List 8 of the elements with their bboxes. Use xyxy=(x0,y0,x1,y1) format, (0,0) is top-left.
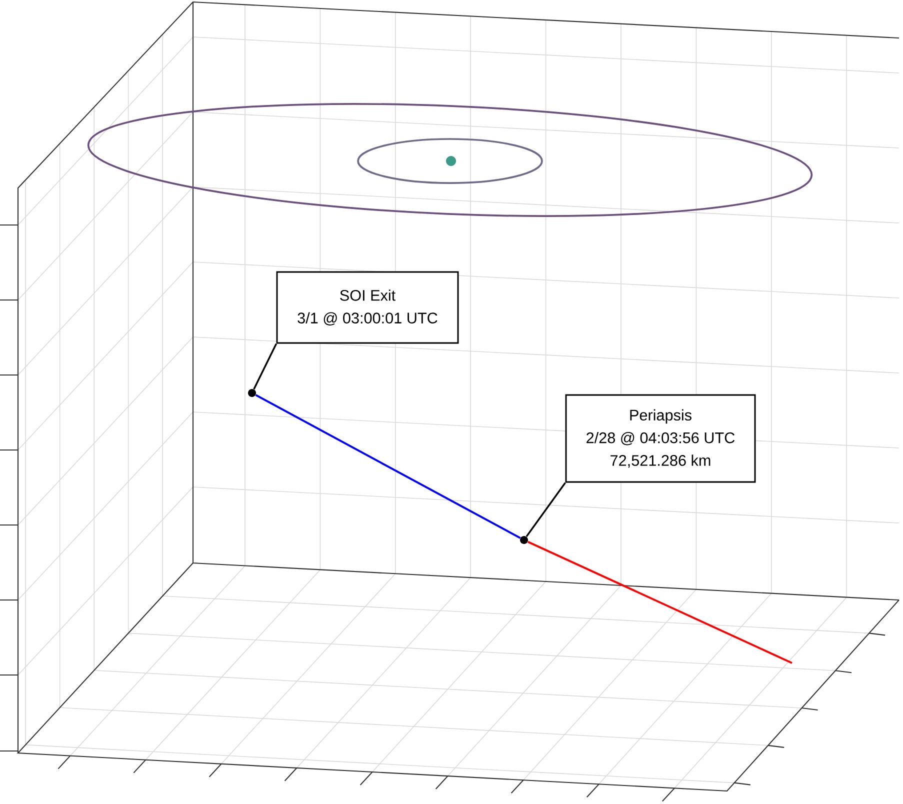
data-point xyxy=(248,389,256,397)
leader-line xyxy=(253,343,278,390)
data-point xyxy=(520,536,528,544)
callout-box: Periapsis 2/28 @ 04:03:56 UTC 72,521.286 km xyxy=(565,394,756,483)
trajectory-line xyxy=(527,540,792,664)
leader-line xyxy=(526,482,566,538)
trajectory-line xyxy=(255,394,521,539)
callout-box: SOI Exit 3/1 @ 03:00:01 UTC xyxy=(276,271,459,344)
